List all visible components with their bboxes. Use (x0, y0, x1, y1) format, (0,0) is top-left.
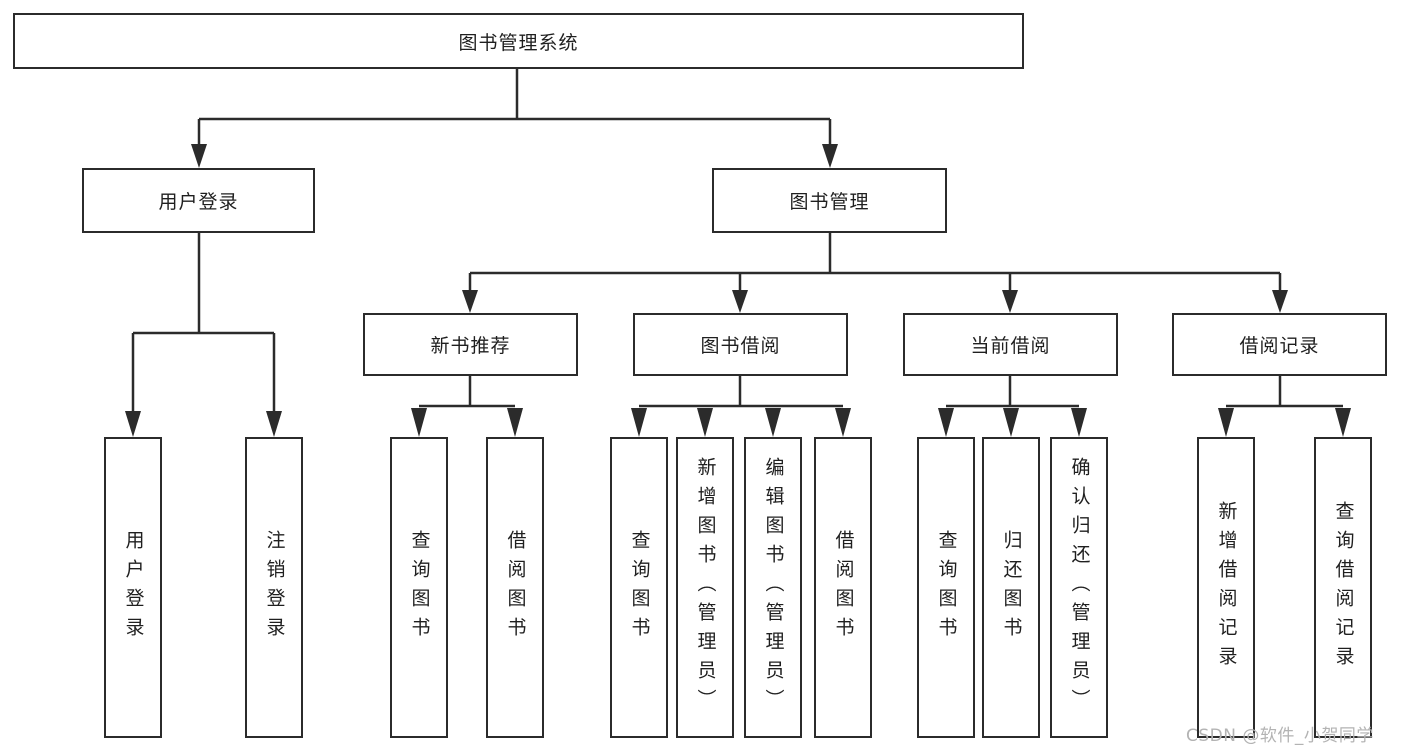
leaf-add-books-admin-label: 新增图书（管理员） (694, 457, 717, 718)
node-borrow-records: 借阅记录 (1172, 313, 1387, 376)
leaf-user-login-label: 用户登录 (122, 529, 145, 646)
leaf-add-borrow-record-label: 新增借阅记录 (1215, 500, 1238, 675)
node-book-borrow: 图书借阅 (633, 313, 848, 376)
leaf-logout: 注销登录 (245, 437, 303, 738)
connector-current-borrow-to-leaves (938, 376, 1087, 437)
node-user-login-label: 用户登录 (158, 191, 239, 213)
leaf-confirm-return-admin: 确认归还（管理员） (1050, 437, 1108, 738)
leaf-query-books-2: 查询图书 (610, 437, 668, 738)
leaf-query-books-2-label: 查询图书 (628, 529, 651, 646)
leaf-borrow-books-2: 借阅图书 (814, 437, 872, 738)
node-book-management: 图书管理 (712, 168, 947, 233)
leaf-edit-books-admin-label: 编辑图书（管理员） (762, 457, 785, 718)
leaf-query-books-1: 查询图书 (390, 437, 448, 738)
node-root: 图书管理系统 (13, 13, 1024, 69)
node-new-book-recommend: 新书推荐 (363, 313, 578, 376)
leaf-logout-label: 注销登录 (263, 529, 286, 646)
watermark: CSDN @软件_小贺同学 (1186, 726, 1374, 746)
node-book-borrow-label: 图书借阅 (700, 335, 781, 357)
node-root-label: 图书管理系统 (458, 31, 579, 54)
leaf-borrow-books-1-label: 借阅图书 (504, 529, 527, 646)
connector-book-borrow-to-leaves (631, 376, 851, 437)
leaf-return-books-label: 归还图书 (1000, 529, 1023, 646)
leaf-edit-books-admin: 编辑图书（管理员） (744, 437, 802, 738)
node-user-login: 用户登录 (82, 168, 315, 233)
connector-root-to-level2 (191, 69, 838, 168)
leaf-query-books-1-label: 查询图书 (408, 529, 431, 646)
node-borrow-records-label: 借阅记录 (1239, 335, 1320, 357)
leaf-confirm-return-admin-label: 确认归还（管理员） (1068, 457, 1091, 718)
node-new-book-recommend-label: 新书推荐 (430, 335, 511, 357)
leaf-query-borrow-record: 查询借阅记录 (1314, 437, 1372, 738)
leaf-query-books-3: 查询图书 (917, 437, 975, 738)
connector-book-management-to-level3 (462, 232, 1288, 313)
leaf-add-books-admin: 新增图书（管理员） (676, 437, 734, 738)
connector-borrow-records-to-leaves (1218, 376, 1351, 437)
leaf-add-borrow-record: 新增借阅记录 (1197, 437, 1255, 738)
node-book-management-label: 图书管理 (789, 191, 870, 213)
leaf-query-books-3-label: 查询图书 (935, 529, 958, 646)
leaf-borrow-books-2-label: 借阅图书 (832, 529, 855, 646)
leaf-user-login: 用户登录 (104, 437, 162, 738)
leaf-borrow-books-1: 借阅图书 (486, 437, 544, 738)
node-current-borrow-label: 当前借阅 (970, 335, 1051, 357)
node-current-borrow: 当前借阅 (903, 313, 1118, 376)
leaf-query-borrow-record-label: 查询借阅记录 (1332, 500, 1355, 675)
connector-new-book-recommend-to-leaves (411, 376, 523, 437)
leaf-return-books: 归还图书 (982, 437, 1040, 738)
connector-user-login-to-leaves (125, 233, 282, 437)
